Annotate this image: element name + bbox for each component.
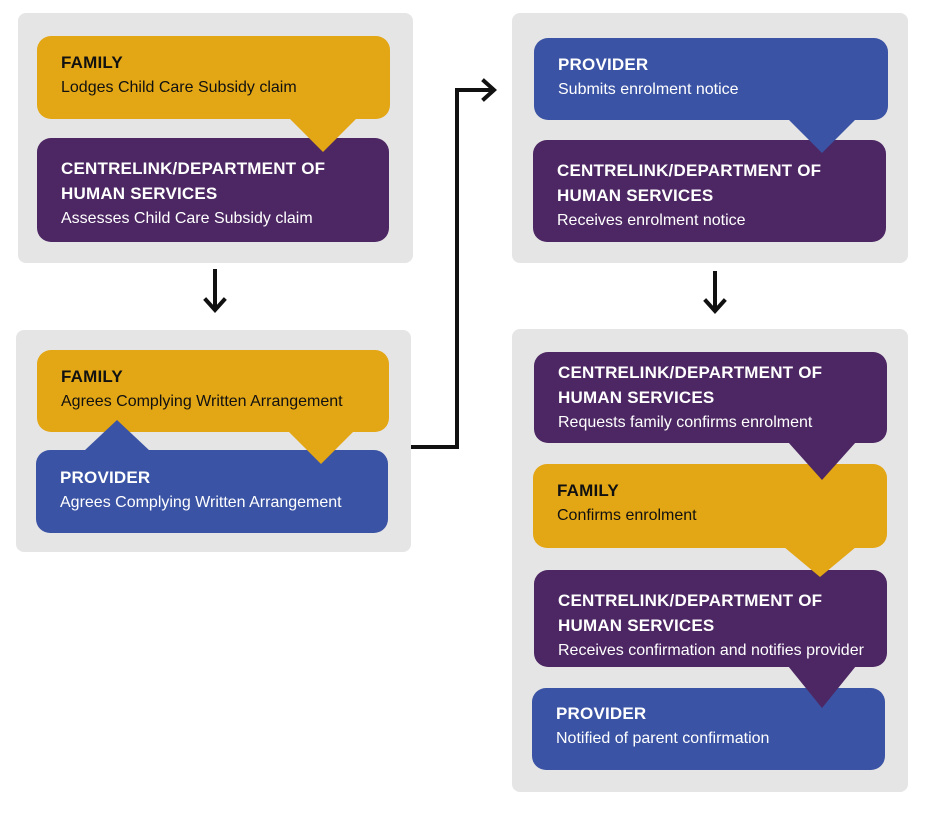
family-role-label: FAMILY bbox=[61, 367, 123, 386]
centrelink-receives-confirmation-box: CENTRELINK/DEPARTMENT OF HUMAN SERVICES … bbox=[534, 570, 887, 667]
provider-role-label: PROVIDER bbox=[556, 704, 647, 723]
family-agrees-arrangement-box: FAMILY Agrees Complying Written Arrangem… bbox=[37, 350, 389, 432]
centrelink-action-label: Requests family confirms enrolment bbox=[558, 414, 813, 431]
family-action-label: Confirms enrolment bbox=[557, 507, 697, 524]
down-arrow-left bbox=[203, 269, 227, 313]
centrelink-role-label: CENTRELINK/DEPARTMENT OF HUMAN SERVICES bbox=[558, 363, 823, 407]
provider-action-label: Submits enrolment notice bbox=[558, 81, 739, 98]
family-role-label: FAMILY bbox=[61, 53, 123, 72]
centrelink-role-label: CENTRELINK/DEPARTMENT OF HUMAN SERVICES bbox=[61, 159, 326, 203]
centrelink-action-label: Assesses Child Care Subsidy claim bbox=[61, 210, 313, 227]
centrelink-role-label: CENTRELINK/DEPARTMENT OF HUMAN SERVICES bbox=[557, 161, 822, 205]
family-action-label: Lodges Child Care Subsidy claim bbox=[61, 79, 297, 96]
family-action-label: Agrees Complying Written Arrangement bbox=[61, 393, 343, 410]
centrelink-action-label: Receives confirmation and notifies provi… bbox=[558, 642, 864, 659]
centrelink-speech-tail bbox=[788, 442, 856, 480]
family-speech-tail bbox=[289, 118, 357, 152]
family-role-label: FAMILY bbox=[557, 481, 619, 500]
provider-role-label: PROVIDER bbox=[60, 468, 151, 487]
centrelink-receives-notice-box: CENTRELINK/DEPARTMENT OF HUMAN SERVICES … bbox=[533, 140, 886, 242]
family-speech-tail bbox=[288, 431, 354, 464]
centrelink-role-label: CENTRELINK/DEPARTMENT OF HUMAN SERVICES bbox=[558, 591, 823, 635]
elbow-arrow bbox=[411, 78, 497, 449]
centrelink-assesses-claim-box: CENTRELINK/DEPARTMENT OF HUMAN SERVICES … bbox=[37, 138, 389, 242]
centrelink-speech-tail bbox=[788, 666, 856, 708]
down-arrow-right bbox=[703, 271, 727, 314]
provider-speech-tail bbox=[788, 119, 856, 153]
provider-action-label: Agrees Complying Written Arrangement bbox=[60, 494, 342, 511]
provider-action-label: Notified of parent confirmation bbox=[556, 730, 770, 747]
provider-submits-notice-box: PROVIDER Submits enrolment notice bbox=[534, 38, 888, 120]
provider-role-label: PROVIDER bbox=[558, 55, 649, 74]
provider-agrees-arrangement-box: PROVIDER Agrees Complying Written Arrang… bbox=[36, 450, 388, 533]
provider-speech-tail bbox=[84, 420, 150, 451]
family-speech-tail bbox=[784, 547, 856, 577]
family-lodges-claim-box: FAMILY Lodges Child Care Subsidy claim bbox=[37, 36, 390, 119]
centrelink-requests-confirmation-box: CENTRELINK/DEPARTMENT OF HUMAN SERVICES … bbox=[534, 352, 887, 443]
centrelink-action-label: Receives enrolment notice bbox=[557, 212, 746, 229]
